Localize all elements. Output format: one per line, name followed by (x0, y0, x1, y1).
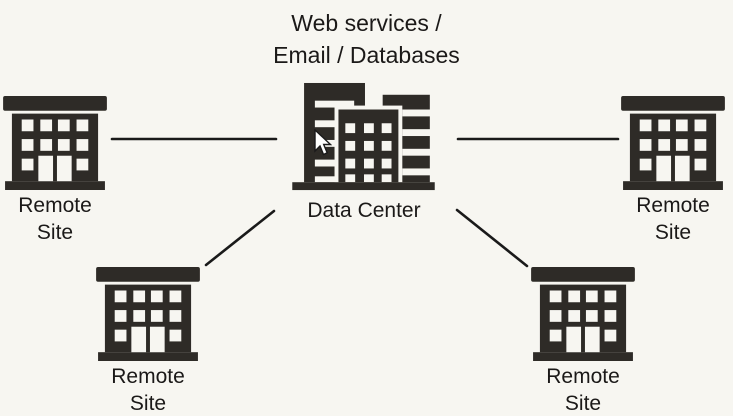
node-data-center: Data Center (289, 82, 439, 224)
mouse-pointer-icon (314, 129, 332, 156)
office-building-icon (3, 96, 107, 190)
office-building-icon (621, 96, 725, 190)
node-label-data-center: Data Center (307, 199, 421, 222)
city-buildings-icon (289, 82, 439, 194)
connection-line-bottom-left (204, 209, 276, 267)
node-remote-site-bottom-right: Remote Site (531, 267, 635, 416)
node-remote-site-left: Remote Site (3, 96, 107, 246)
node-label-remote-site-left: Remote Site (18, 194, 92, 244)
node-label-remote-site-bottom-left: Remote Site (111, 365, 185, 415)
title-line-2: Email / Databases (273, 42, 460, 68)
node-label-remote-site-right: Remote Site (636, 194, 710, 244)
diagram-title: Web services / Email / Databases (0, 7, 733, 71)
office-building-icon (531, 267, 635, 361)
title-line-1: Web services / (291, 10, 442, 36)
node-remote-site-bottom-left: Remote Site (96, 267, 200, 416)
connection-line-bottom-right (455, 208, 529, 268)
office-building-icon (96, 267, 200, 361)
node-remote-site-right: Remote Site (621, 96, 725, 246)
node-label-remote-site-bottom-right: Remote Site (546, 365, 620, 415)
